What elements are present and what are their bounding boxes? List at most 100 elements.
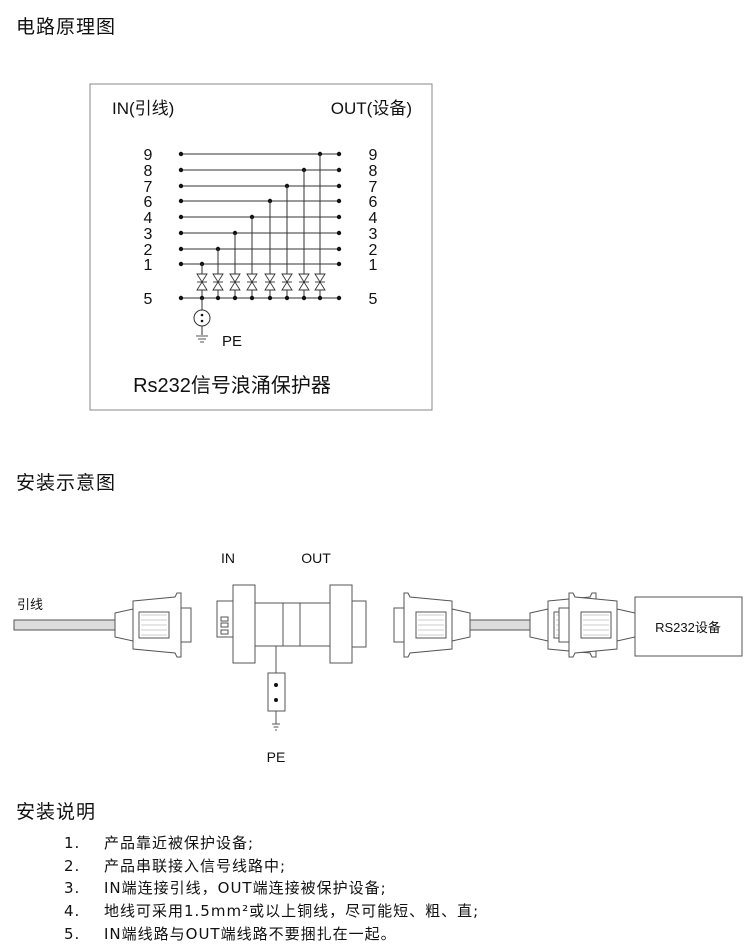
schematic-heading: 电路原理图 <box>16 16 117 38</box>
rs232-device-box <box>634 596 743 657</box>
strain-relief <box>451 608 471 642</box>
schematic-caption: Rs232信号浪涌保护器 <box>133 374 331 397</box>
instruction-text: IN端线路与OUT端线路不要捆扎在一起。 <box>104 924 397 943</box>
pin-dot <box>336 246 342 252</box>
pin-dot <box>178 214 184 220</box>
instruction-number: 2. <box>64 856 81 875</box>
pin-label-out: 1 <box>369 257 378 274</box>
plug-head <box>393 607 405 643</box>
pin-dot <box>178 151 184 157</box>
cable <box>469 619 531 631</box>
pin-label-5-out: 5 <box>369 291 378 308</box>
pin-label-in: 6 <box>144 194 153 211</box>
install-heading: 安装示意图 <box>16 472 117 494</box>
pin-dot <box>336 214 342 220</box>
pin-label-in: 1 <box>144 257 153 274</box>
pin-dot <box>178 261 184 267</box>
terminal-screw <box>274 698 278 702</box>
cable-label: 引线 <box>17 597 43 612</box>
out-connector-shell <box>351 600 367 648</box>
instruction-item: 1. 产品靠近被保护设备; <box>64 832 254 853</box>
instruction-item: 5. IN端线路与OUT端线路不要捆扎在一起。 <box>64 923 397 944</box>
pin-label-5-in: 5 <box>144 291 153 308</box>
pin-dot <box>336 198 342 204</box>
instruction-number: 3. <box>64 879 81 898</box>
pin-dot <box>336 151 342 157</box>
pin-label-out: 6 <box>369 194 378 211</box>
pin-dot <box>336 167 342 173</box>
pin-dot <box>336 261 342 267</box>
plug-head <box>558 607 570 643</box>
install-pe-label: PE <box>267 749 286 765</box>
pin-label-out: 9 <box>369 147 378 164</box>
install-out-label: OUT <box>301 550 331 566</box>
body-band <box>282 602 301 647</box>
pin-label-out: 2 <box>369 242 378 259</box>
db9-plug-icon <box>393 592 471 658</box>
pin-label-out: 3 <box>369 226 378 243</box>
pin-dot <box>178 230 184 236</box>
plug-head <box>180 607 192 643</box>
ground-dot <box>215 295 221 301</box>
pin-label-in: 8 <box>144 163 153 180</box>
db9-plug-icon <box>114 592 192 658</box>
gdt-dot <box>200 319 204 323</box>
pin-label-in: 4 <box>144 210 153 227</box>
instruction-number: 4. <box>64 902 81 921</box>
schematic-frame <box>89 83 433 411</box>
pin-label-out: 7 <box>369 179 378 196</box>
pe-label: PE <box>222 333 242 350</box>
strain-relief <box>529 608 549 642</box>
pin-dot <box>178 246 184 252</box>
in-flange <box>232 584 256 664</box>
terminal-screw <box>274 683 278 687</box>
out-label: OUT(设备) <box>331 99 412 118</box>
install-in-label: IN <box>221 550 235 566</box>
pin-slot <box>220 629 229 635</box>
device-label: RS232设备 <box>655 620 721 635</box>
instruction-text: 产品靠近被保护设备; <box>104 834 255 852</box>
instruction-text: IN端连接引线，OUT端连接被保护设备; <box>104 879 387 898</box>
pin-dot <box>178 167 184 173</box>
pin-label-out: 4 <box>369 210 378 227</box>
gdt-dot <box>200 313 204 317</box>
instruction-item: 4. 地线可采用1.5mm²或以上铜线，尽可能短、粗、直; <box>64 900 479 921</box>
pin-label-in: 3 <box>144 226 153 243</box>
out-flange <box>329 584 353 664</box>
pin-label-out: 8 <box>369 163 378 180</box>
pin-label-in: 2 <box>144 242 153 259</box>
strain-relief <box>616 608 636 642</box>
ground-dot <box>267 295 273 301</box>
db9-plug-icon <box>558 592 636 658</box>
ground-dot <box>284 295 290 301</box>
instructions-heading: 安装说明 <box>16 801 97 823</box>
ground-dot <box>232 295 238 301</box>
strain-relief <box>114 608 134 642</box>
instruction-number: 1. <box>64 834 81 852</box>
instruction-number: 5. <box>64 924 81 943</box>
pin-dot <box>178 183 184 189</box>
ground-dot <box>317 295 323 301</box>
pin-slot <box>220 616 229 622</box>
in-label: IN(引线) <box>112 99 174 118</box>
installation-diagram: IN OUT 引线 PE RS232设备 <box>13 550 743 765</box>
cable <box>13 619 118 631</box>
ground-dot <box>178 295 184 301</box>
instruction-text: 产品串联接入信号线路中; <box>104 856 287 875</box>
ground-dot <box>301 295 307 301</box>
ground-dot <box>249 295 255 301</box>
pe-terminal <box>267 672 286 712</box>
ground-dot <box>336 295 342 301</box>
gas-discharge-tube-icon <box>193 309 211 327</box>
pin-dot <box>336 183 342 189</box>
instruction-item: 2. 产品串联接入信号线路中; <box>64 855 286 876</box>
pin-label-in: 7 <box>144 179 153 196</box>
pin-slot <box>220 622 229 628</box>
pin-label-in: 9 <box>144 147 153 164</box>
instruction-text: 地线可采用1.5mm²或以上铜线，尽可能短、粗、直; <box>104 902 480 921</box>
instruction-item: 3. IN端连接引线，OUT端连接被保护设备; <box>64 877 387 898</box>
pin-dot <box>178 198 184 204</box>
